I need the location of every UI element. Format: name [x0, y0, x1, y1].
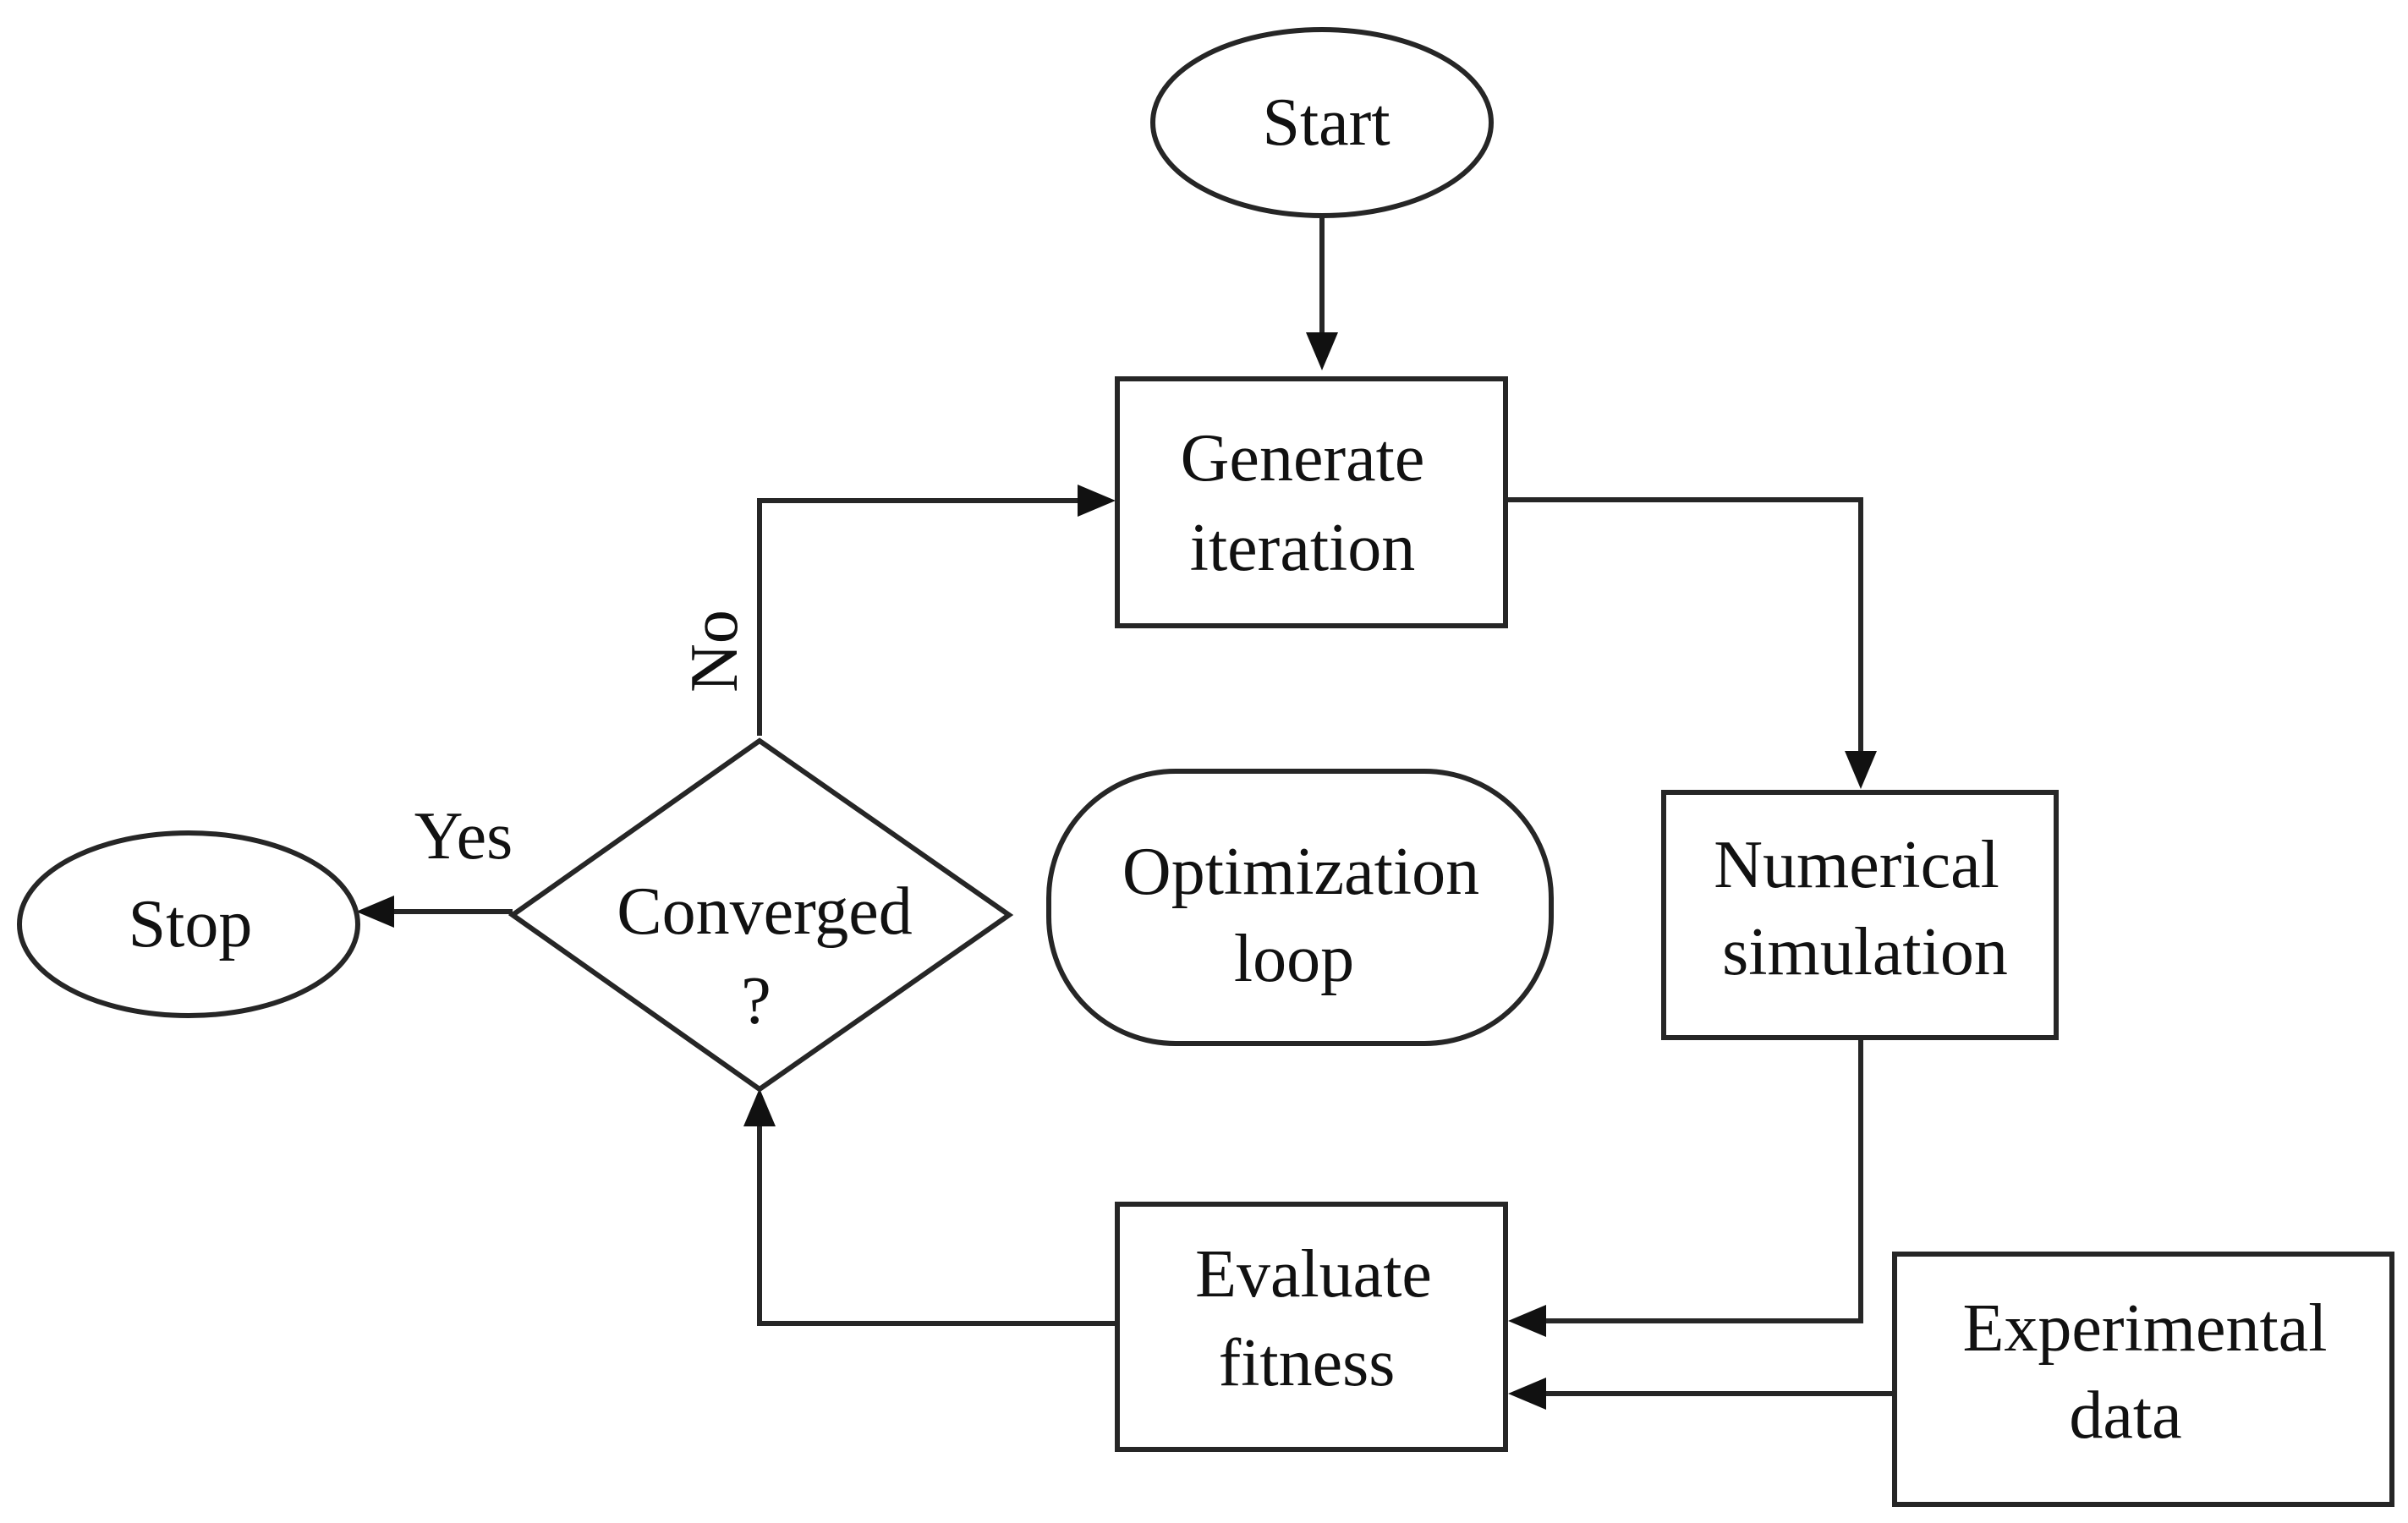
numerical-simulation-label: Numerical simulation — [1714, 828, 2016, 989]
numerical-simulation-node: Numerical simulation — [1661, 790, 2059, 1040]
edge-converged-yes-to-stop — [356, 896, 513, 928]
generate-iteration-label: Generate iteration — [1181, 421, 1442, 585]
no-label: No — [677, 610, 752, 693]
stop-label: Stop — [129, 887, 253, 961]
generate-iteration-node: Generate iteration — [1115, 376, 1508, 628]
edge-generate-to-numerical — [1506, 497, 1877, 789]
start-node: Start — [1150, 27, 1494, 218]
start-label: Start — [1262, 85, 1390, 160]
edge-converged-no-to-generate — [757, 485, 1116, 736]
yes-label: Yes — [414, 799, 513, 874]
evaluate-fitness-node: Evaluate fitness — [1115, 1202, 1508, 1452]
stop-node: Stop — [17, 830, 360, 1018]
converged-decision-node: Converged ? — [507, 737, 1014, 1093]
experimental-data-node: Experimental data — [1892, 1252, 2394, 1507]
optimization-loop-node: Optimization loop — [1046, 769, 1554, 1046]
optimization-loop-label: Optimization loop — [1122, 835, 1496, 996]
edge-experimental-to-evaluate — [1508, 1378, 1892, 1410]
edge-numerical-to-evaluate — [1508, 1038, 1863, 1337]
edge-evaluate-to-converged — [743, 1088, 1115, 1326]
evaluate-fitness-label: Evaluate fitness — [1195, 1237, 1449, 1400]
converged-decision-label: Converged ? — [617, 874, 930, 1038]
edge-start-to-generate — [1306, 216, 1338, 370]
experimental-data-label: Experimental data — [1963, 1291, 2345, 1453]
